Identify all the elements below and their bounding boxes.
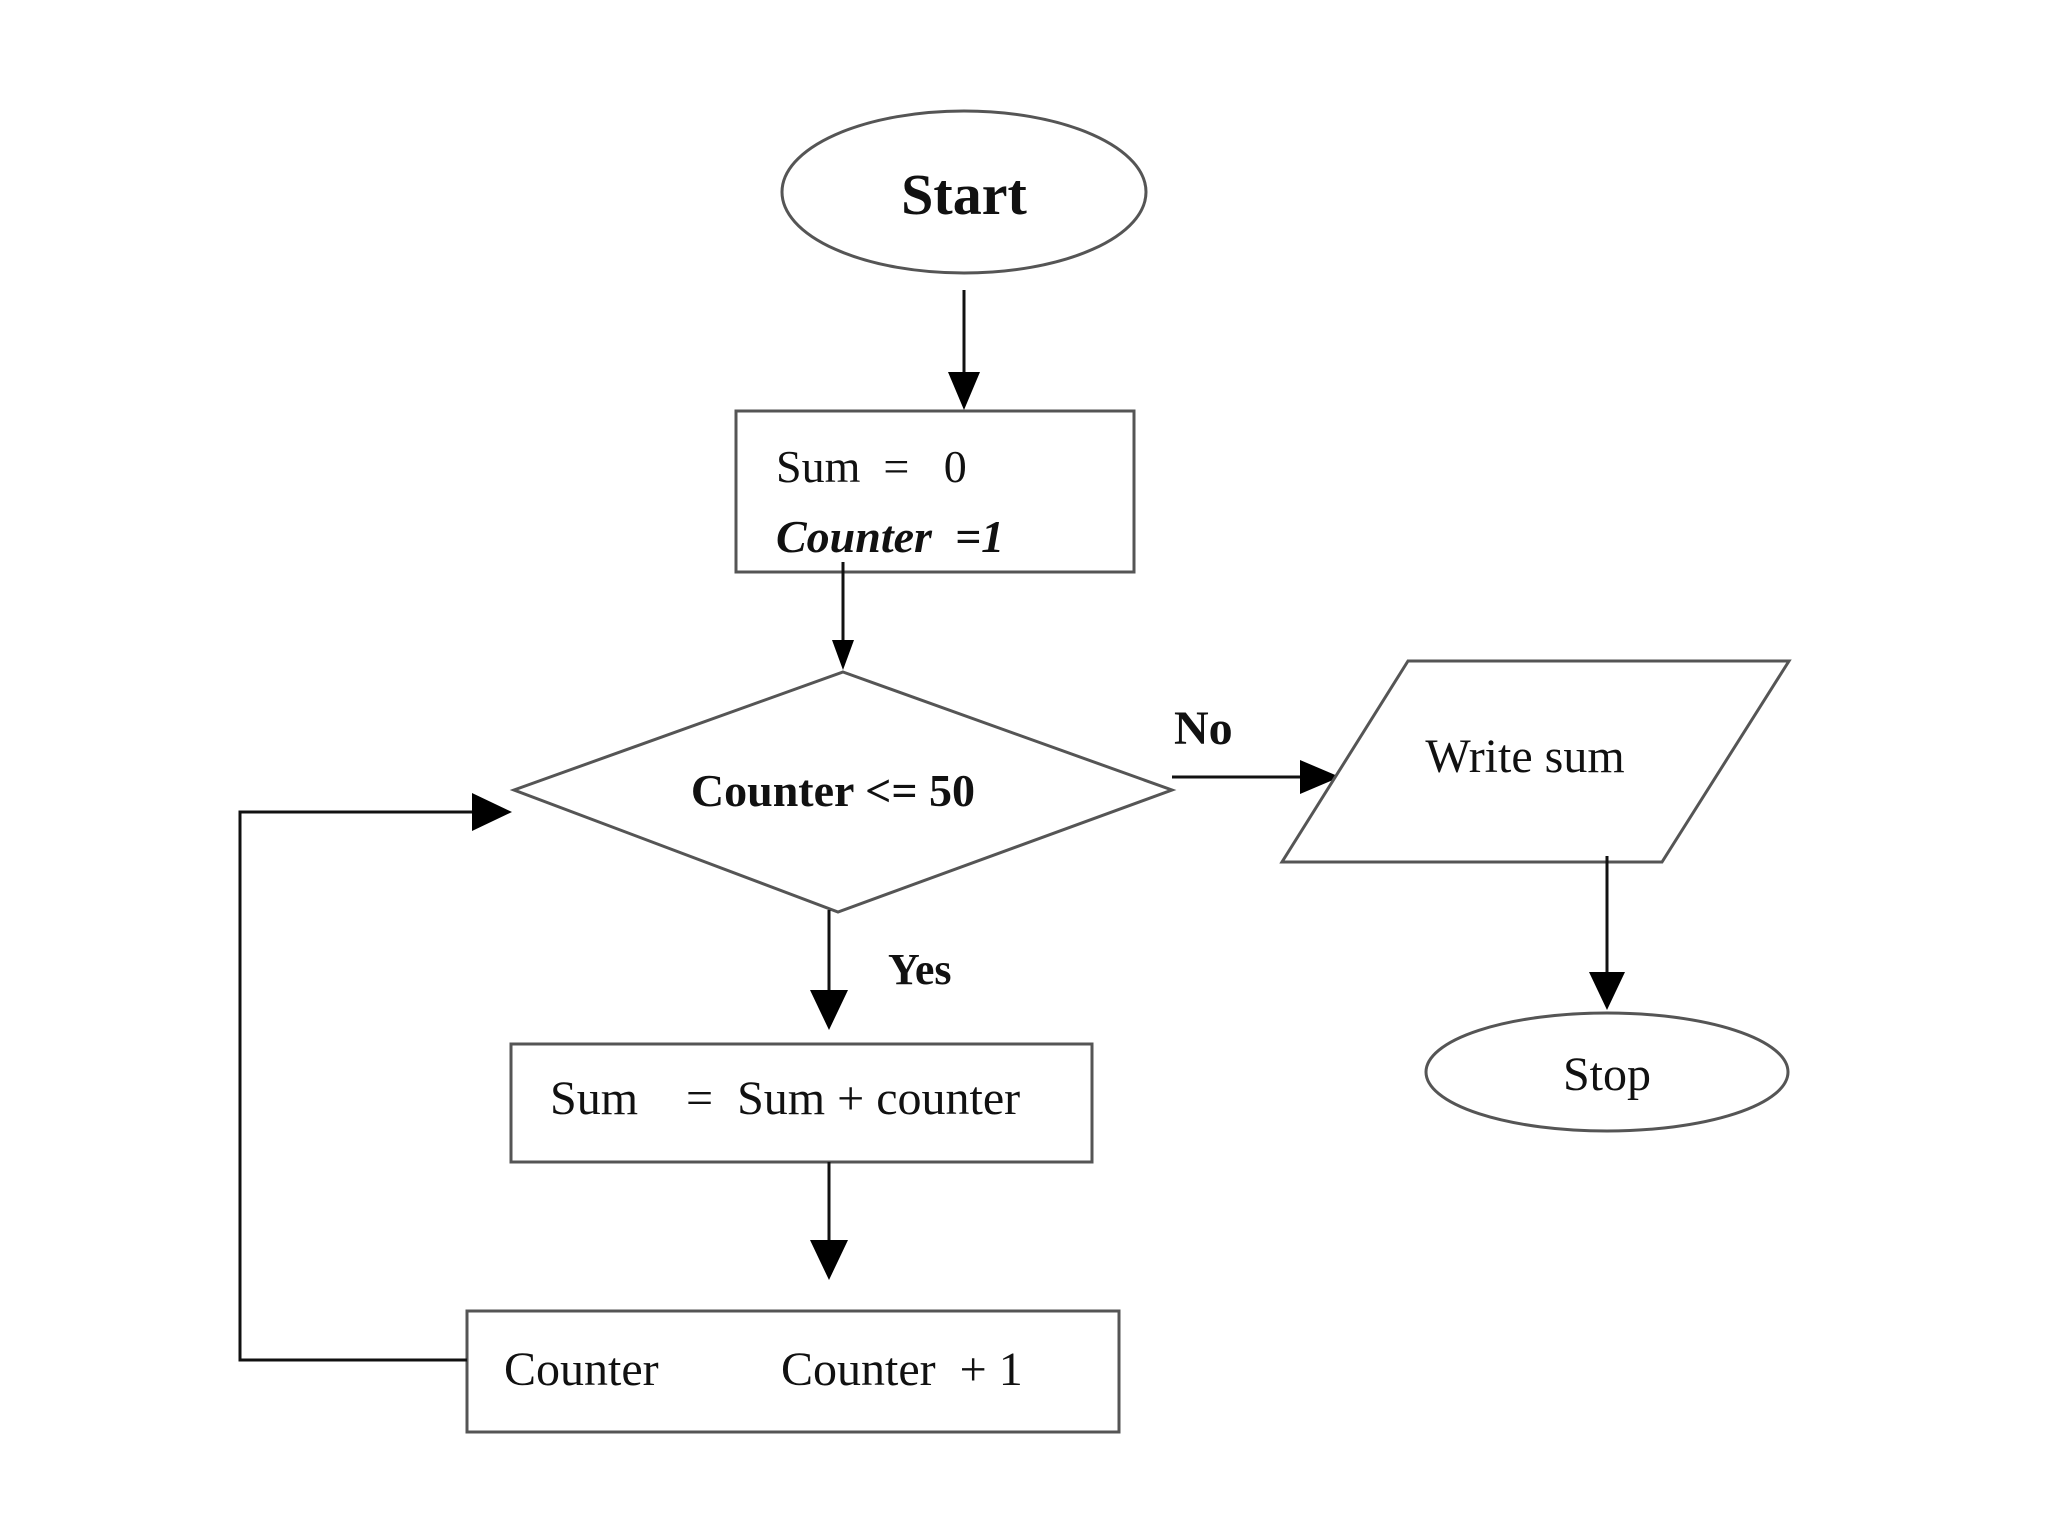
- counter-update-left-label: Counter: [504, 1343, 659, 1396]
- start-label: Start: [901, 162, 1027, 227]
- init-sum-label: Sum = 0: [776, 441, 967, 492]
- arrowhead-init-to-decision: [832, 640, 854, 670]
- output-label: Write sum: [1425, 730, 1624, 783]
- arrowhead-output-to-stop: [1589, 972, 1625, 1010]
- yes-label: Yes: [888, 945, 952, 994]
- arrowhead-start-to-init: [948, 372, 980, 410]
- counter-update-process: [465, 1309, 1121, 1434]
- sum-update-label: Sum = Sum + counter: [550, 1072, 1020, 1125]
- loop-back-line: [238, 810, 478, 1362]
- no-label: No: [1174, 702, 1233, 755]
- arrowhead-yes-branch: [810, 990, 848, 1030]
- init-counter-label: Counter =1: [776, 511, 1004, 562]
- arrowhead-no-branch: [1300, 760, 1340, 794]
- stop-label: Stop: [1563, 1048, 1651, 1101]
- output-parallelogram: [1279, 659, 1792, 864]
- start-terminator: [780, 109, 1148, 275]
- arrowhead-loop-back: [472, 793, 512, 831]
- init-process: [734, 409, 1136, 574]
- decision-label: Counter <= 50: [691, 765, 975, 816]
- arrowhead-sum-to-counter: [810, 1240, 848, 1280]
- decision-diamond: [509, 670, 1177, 914]
- stop-terminator: [1424, 1011, 1790, 1133]
- counter-update-right-label: Counter + 1: [781, 1343, 1023, 1396]
- sum-update-process: [509, 1042, 1094, 1164]
